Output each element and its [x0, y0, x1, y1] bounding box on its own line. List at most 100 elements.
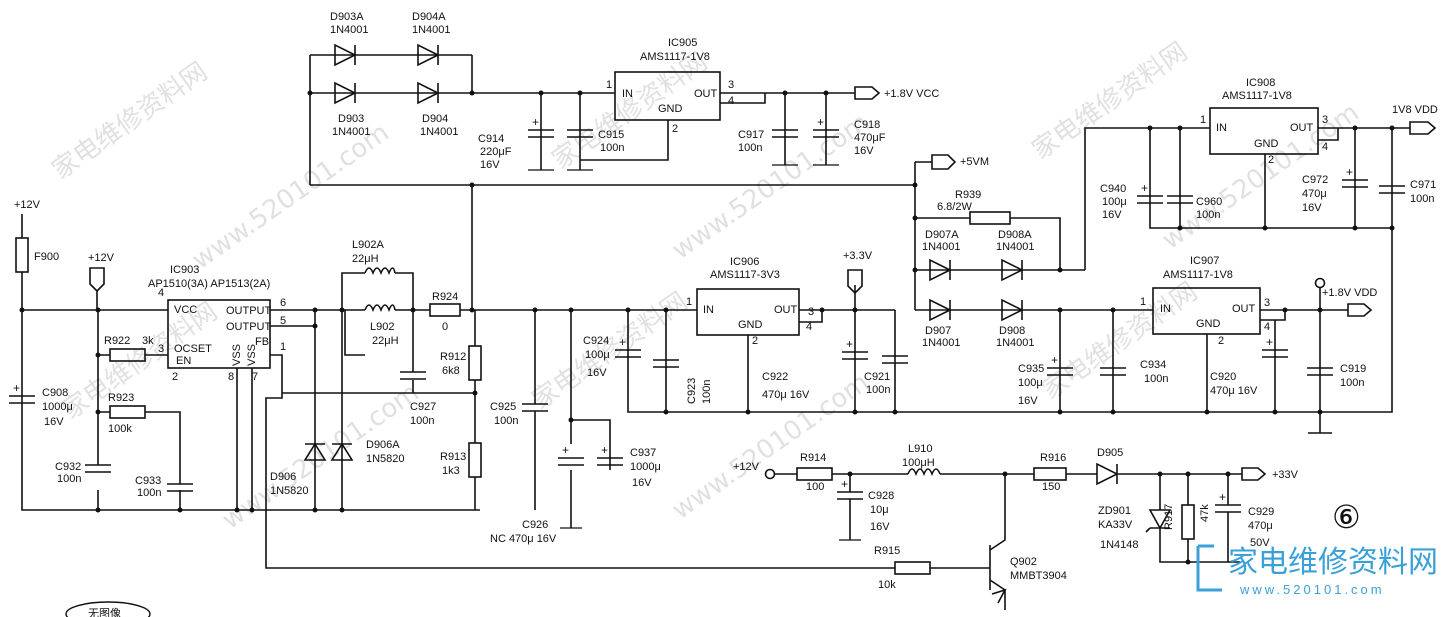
f900-label: F900 — [34, 251, 59, 263]
c922-polarity: + — [846, 337, 853, 351]
ic903-pin7: 7 — [252, 371, 258, 383]
q902-label: Q902 — [1010, 556, 1037, 568]
resistor-r913 — [468, 442, 482, 478]
c940-polarity: + — [1141, 181, 1148, 195]
c922-value: 470μ 16V — [762, 389, 810, 401]
c935-polarity: + — [1051, 353, 1058, 367]
ic908-pin2: 2 — [1268, 154, 1274, 166]
c940-label: C940 — [1100, 183, 1126, 195]
ic903-vss2: VSS — [246, 344, 258, 366]
c972-value: 470μ — [1302, 188, 1327, 200]
c925-label: C925 — [490, 401, 516, 413]
ic903-box — [167, 299, 271, 369]
ic903-pin5: 5 — [280, 315, 286, 327]
d904a-part: 1N4001 — [412, 24, 451, 36]
c926-polarity: + — [562, 443, 569, 457]
c924-label: C924 — [583, 335, 609, 347]
c918-label: C918 — [854, 119, 880, 131]
resistor-r916 — [1033, 467, 1067, 481]
cap-c924 — [615, 349, 641, 358]
l910-label: L910 — [908, 443, 932, 455]
d903a-part: 1N4001 — [330, 24, 369, 36]
zd901-label: ZD901 — [1098, 505, 1131, 517]
ic905-pin3: 3 — [728, 79, 734, 91]
r924-label: R924 — [432, 291, 458, 303]
d906-label: D906 — [270, 471, 296, 483]
r939-value: 6.8/2W — [937, 201, 972, 213]
ic907-pin1: 1 — [1140, 296, 1146, 308]
cap-c920 — [1262, 349, 1288, 358]
inductor-l910 — [907, 468, 941, 477]
c914-value: 220μF — [480, 146, 512, 158]
c918-polarity: + — [817, 115, 824, 129]
vdd18b-test-point — [1314, 277, 1326, 289]
cap-c960 — [1167, 195, 1193, 204]
ic908-section: IC908 AMS1117-1V8 IN OUT GND 1 2 3 4 + +… — [1084, 77, 1438, 270]
r917-label: R917 — [1163, 504, 1175, 530]
watermark-url: www.520101.com — [667, 108, 875, 266]
watermark-text: 家电维修资料网 — [47, 57, 213, 186]
c929-label: C929 — [1248, 506, 1274, 518]
cap-c927 — [400, 371, 426, 380]
ic903-pin6: 6 — [280, 297, 286, 309]
logo-bracket-icon — [1196, 544, 1222, 592]
ic905-label: IC905 — [668, 37, 697, 49]
c919-label: C919 — [1340, 363, 1366, 375]
ic903-fb: FB — [255, 336, 269, 348]
c971-value: 100n — [1410, 193, 1434, 205]
cap-c908 — [9, 395, 35, 404]
c937-value: 1000μ — [630, 461, 661, 473]
c920-value: 470μ 16V — [1210, 385, 1258, 397]
sheet-number: ⑥ — [1332, 499, 1361, 535]
ic905-in: IN — [622, 88, 633, 100]
ic905-gnd: GND — [658, 103, 683, 115]
cap-c935 — [1047, 367, 1073, 376]
ic908-box — [1209, 107, 1319, 155]
c935-label: C935 — [1018, 363, 1044, 375]
c928-value: 10μ — [870, 504, 889, 516]
diode-d907 — [929, 298, 952, 322]
c925-value: 100n — [494, 415, 518, 427]
stamp: 无图像 — [65, 601, 151, 617]
c934-label: C934 — [1140, 359, 1166, 371]
r913-value: 1k3 — [442, 465, 460, 477]
d903-part: 1N4001 — [332, 126, 371, 138]
ic906-section: IC906 AMS1117-3V3 IN OUT GND 1 2 3 4 +3.… — [583, 250, 908, 415]
ic903-label: IC903 — [170, 264, 199, 276]
cap-c915 — [567, 129, 593, 138]
c937-label: C937 — [630, 447, 656, 459]
ic907-pin2: 2 — [1218, 335, 1224, 347]
r922-label: R922 — [104, 335, 130, 347]
c960-value: 100n — [1196, 209, 1220, 221]
c917-label: C917 — [738, 129, 764, 141]
c923-value: 100n — [701, 380, 713, 404]
c972-label: C972 — [1302, 174, 1328, 186]
ic903-output2: OUTPUT — [226, 321, 272, 333]
diode-d905 — [1096, 462, 1119, 486]
ic903-vcc: VCC — [174, 304, 197, 316]
diode-d906a — [330, 442, 354, 461]
p12a-label: +12V — [14, 199, 41, 211]
p5vm-connector — [931, 154, 957, 170]
ic903-pin4: 4 — [158, 287, 164, 299]
ic906-pin3: 3 — [808, 306, 814, 318]
ic907-gnd: GND — [1196, 318, 1221, 330]
r917-value: 47k — [1199, 504, 1211, 522]
c915-value: 100n — [600, 142, 624, 154]
d908-part: 1N4001 — [996, 337, 1035, 349]
c908-value: 1000μ — [42, 401, 73, 413]
ic903-vss1: VSS — [231, 344, 243, 366]
ic905-pin4: 4 — [728, 95, 734, 107]
ic906-gnd: GND — [738, 319, 763, 331]
ic903-pin2: 2 — [172, 371, 178, 383]
cap-c971 — [1379, 185, 1405, 194]
c926-value: NC 470μ 16V — [490, 533, 557, 545]
c924-value: 100μ — [585, 349, 610, 361]
c914-label: C914 — [478, 133, 504, 145]
site-logo: 家电维修资料网 www.520101.com — [1196, 544, 1438, 597]
r912-value: 6k8 — [442, 365, 460, 377]
sheet-number-text: ⑥ — [1332, 499, 1361, 535]
c933-value: 100n — [137, 487, 161, 499]
resistor-r912 — [468, 345, 482, 381]
